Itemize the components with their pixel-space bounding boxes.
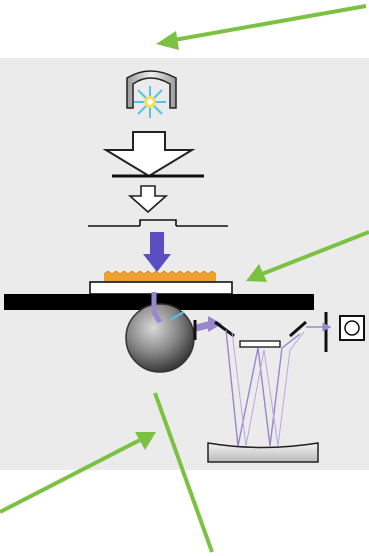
pointer-arrow-sample-head [246, 264, 267, 282]
sample-stage [4, 294, 314, 310]
spectrometer-light-path-2 [231, 331, 305, 447]
pointer-arrow-sample [261, 230, 369, 276]
sample-slide [89, 281, 233, 295]
pointer-arrow-top [173, 4, 367, 42]
hemisphere-prism [125, 303, 195, 373]
pointer-arrow-lower-left-head [135, 432, 156, 450]
light-rays [134, 86, 166, 118]
sample-layer [104, 274, 216, 282]
spectrometer-light-path [225, 329, 301, 447]
emitted-beam-arrow [195, 316, 222, 332]
pointer-arrow-lower-left [0, 438, 141, 514]
entrance-mirror [214, 320, 235, 338]
condenser-arrow-icon [102, 131, 196, 178]
sample-texture [103, 270, 217, 275]
pointer-line-bottom [153, 392, 214, 553]
small-arrow-icon [127, 185, 169, 214]
pointer-arrows [0, 4, 369, 553]
background-panel [0, 58, 369, 470]
concave-mirror [207, 442, 319, 463]
slit-aperture [88, 219, 228, 227]
exit-mirror [289, 320, 307, 338]
lamp-icon [126, 70, 177, 118]
diffraction-grating [239, 340, 281, 348]
pointer-arrow-top-head [156, 31, 179, 50]
detector-icon [339, 315, 365, 341]
incident-beam-arrow [143, 232, 171, 272]
evanescent-beam [151, 292, 185, 324]
